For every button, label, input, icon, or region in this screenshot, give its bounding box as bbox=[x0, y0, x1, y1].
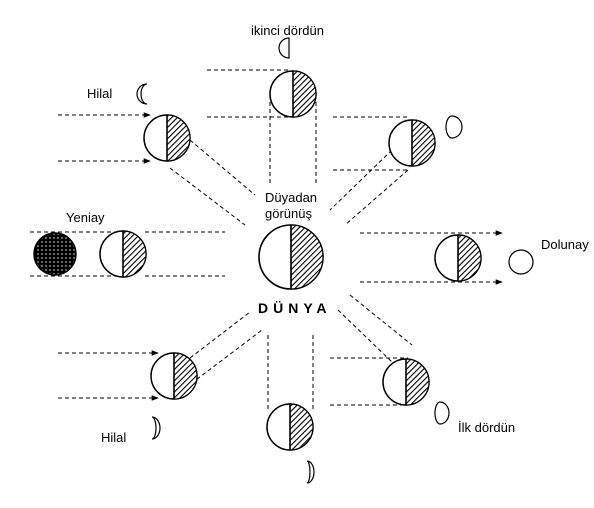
label-full-moon: Dolunay bbox=[541, 237, 589, 252]
moon-bottom bbox=[266, 403, 314, 451]
phase-second-quarter-icon bbox=[278, 37, 290, 59]
moon-upper-left bbox=[143, 114, 191, 162]
phase-first-quarter-icon bbox=[434, 401, 450, 425]
phase-bottom-crescent-icon bbox=[306, 460, 315, 484]
moon-upper-right bbox=[388, 119, 436, 167]
phase-new-moon-icon bbox=[33, 232, 77, 276]
view-label-line1: Düyadan bbox=[265, 190, 317, 205]
phase-crescent-bottom-icon bbox=[151, 416, 161, 440]
label-second-quarter: ikinci dördün bbox=[251, 23, 324, 38]
sunlight-rays-left bbox=[30, 112, 159, 401]
earth bbox=[258, 224, 324, 290]
earth-label: DÜNYA bbox=[258, 300, 332, 316]
phase-gibbous-upper-right-icon bbox=[445, 115, 463, 139]
phase-crescent-top-icon bbox=[136, 83, 148, 105]
view-lines bbox=[145, 95, 413, 410]
view-label-line2: görünüş bbox=[265, 206, 312, 221]
moon-lower-left bbox=[150, 352, 198, 400]
moon-right bbox=[434, 234, 482, 282]
moon-lower-right bbox=[382, 358, 430, 406]
moon-top bbox=[269, 70, 317, 118]
label-crescent-bottom: Hilal bbox=[101, 430, 126, 445]
label-first-quarter: İlk dördün bbox=[458, 420, 515, 435]
phase-full-moon-icon bbox=[508, 249, 534, 275]
label-crescent-top: Hilal bbox=[87, 86, 112, 101]
moon-left bbox=[99, 230, 147, 278]
label-new-moon: Yeniay bbox=[66, 210, 105, 225]
